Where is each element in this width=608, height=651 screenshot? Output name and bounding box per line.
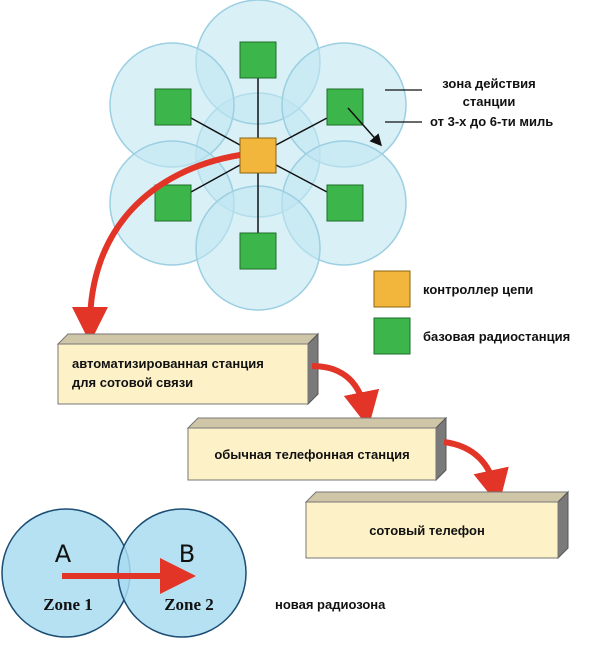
cellular-exchange-box: автоматизированная станция для сотовой с… [56,332,320,406]
phone-exchange-box-face [187,427,437,481]
coverage-label-line1: зона действия [442,76,535,91]
zone-1-label: Zone 1 [43,595,93,614]
connection-lines [190,78,328,233]
zone-a-letter: A [55,540,72,568]
phone-exchange-box: обычная телефонная станция [186,416,448,482]
phone-exchange-to-cellphone-arrow [443,439,509,506]
phone-exchange-box-side [435,416,447,482]
link-upper-right [275,117,328,146]
legend-controller-label: контроллер цепи [423,282,533,297]
cell-phone-label: сотовый телефон [369,523,485,538]
exchange-to-phone-exchange-arrow [311,363,380,428]
zone-2-label: Zone 2 [164,595,214,614]
coverage-label-line3: от 3-х до 6-ти миль [430,114,553,129]
coverage-label-line2: станции [463,94,516,109]
range-arrow [347,107,382,147]
base-station-bottom [239,232,277,270]
base-stations [154,41,364,270]
link-lower-right [275,164,328,193]
handoff-zones: A B Zone 1 Zone 2 [1,508,247,638]
base-station-lower-left [154,184,192,222]
base-station-top [239,41,277,79]
legend-controller-swatch [373,270,411,308]
cell-phone-box-top [304,491,570,503]
circuit-controller [239,137,277,174]
controller-to-exchange-arrow [72,152,241,343]
cellular-exchange-box-top [56,333,320,345]
link-upper-left [190,117,241,146]
cellular-exchange-label-line1: автоматизированная станция [72,356,264,371]
base-station-lower-right [326,184,364,222]
phone-exchange-label: обычная телефонная станция [214,447,409,462]
cell-phone-box: сотовый телефон [304,490,570,560]
cell-phone-box-side [557,490,569,560]
legend-base-station-swatch [373,317,411,355]
legend-base-station-label: базовая радиостанция [423,329,570,344]
phone-exchange-box-top [186,417,448,429]
cellular-exchange-label-line2: для сотовой связи [72,375,193,390]
legend: контроллер цепи базовая радиостанция [373,270,570,355]
new-zone-caption: новая радиозона [275,597,386,612]
zone-b-letter: B [179,540,195,568]
cell-phone-box-face [305,501,559,559]
base-station-upper-left [154,88,192,126]
cellular-exchange-box-face [57,343,309,405]
link-lower-left [190,164,241,193]
